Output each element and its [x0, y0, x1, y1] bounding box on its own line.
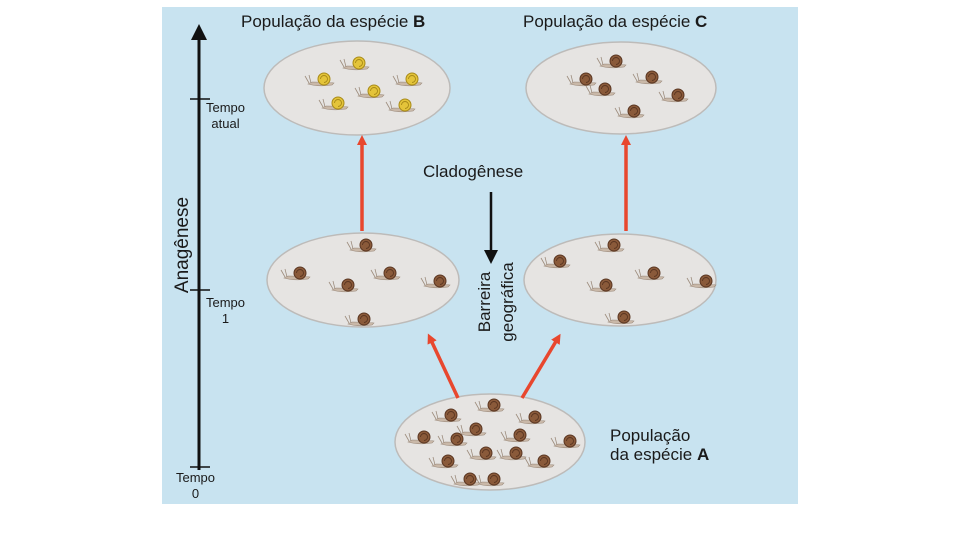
barrier-label-line2: geográfica	[498, 262, 517, 342]
species-a-title: População da espécie A	[610, 426, 710, 464]
snail-icon	[428, 454, 459, 469]
snail-icon	[346, 238, 377, 253]
population-left-time1-ellipse	[266, 232, 460, 328]
snail-icon	[604, 310, 635, 325]
snail-icon	[404, 430, 435, 445]
snail-icon	[594, 238, 625, 253]
snail-icon	[385, 98, 416, 113]
snail-icon	[280, 266, 311, 281]
snail-icon	[500, 428, 531, 443]
snail-icon	[344, 312, 375, 327]
barrier-label-line1: Barreira	[475, 271, 494, 332]
population-right-time1-ellipse	[523, 233, 717, 327]
snail-icon	[354, 84, 385, 99]
time-axis-arrowhead	[191, 24, 207, 40]
cladogenesis-label: Cladogênese	[423, 162, 524, 181]
snail-icon	[596, 54, 627, 69]
arrow-a-to-right	[520, 333, 561, 399]
snail-icon	[540, 254, 571, 269]
population-c-ellipse	[525, 41, 717, 135]
snail-icon	[550, 434, 581, 449]
snail-icon	[420, 274, 451, 289]
snail-icon	[437, 432, 468, 447]
arrow-a-to-left	[427, 333, 460, 399]
snail-icon	[524, 454, 555, 469]
snail-icon	[586, 278, 617, 293]
species-b-title: População da espécie B	[241, 12, 426, 31]
cladogenesis-arrowhead	[484, 250, 498, 264]
snail-icon	[496, 446, 527, 461]
snail-icon	[328, 278, 359, 293]
snail-icon	[632, 70, 663, 85]
snail-icon	[614, 104, 645, 119]
snail-icon	[658, 88, 689, 103]
snail-icon	[474, 472, 505, 487]
population-b-ellipse	[263, 40, 451, 136]
anagenesis-label: Anagênese	[172, 197, 193, 293]
snail-icon	[634, 266, 665, 281]
snail-icon	[456, 422, 487, 437]
snail-icon	[450, 472, 481, 487]
snail-icon	[339, 56, 370, 71]
species-c-title: População da espécie C	[523, 12, 708, 31]
snail-icon	[370, 266, 401, 281]
snail-icon	[318, 96, 349, 111]
snail-icon	[392, 72, 423, 87]
snail-group	[280, 54, 717, 487]
snail-icon	[515, 410, 546, 425]
snail-icon	[304, 72, 335, 87]
snail-icon	[585, 82, 616, 97]
snail-icon	[566, 72, 597, 87]
snail-icon	[466, 446, 497, 461]
snail-icon	[474, 398, 505, 413]
snail-icon	[686, 274, 717, 289]
snail-icon	[431, 408, 462, 423]
